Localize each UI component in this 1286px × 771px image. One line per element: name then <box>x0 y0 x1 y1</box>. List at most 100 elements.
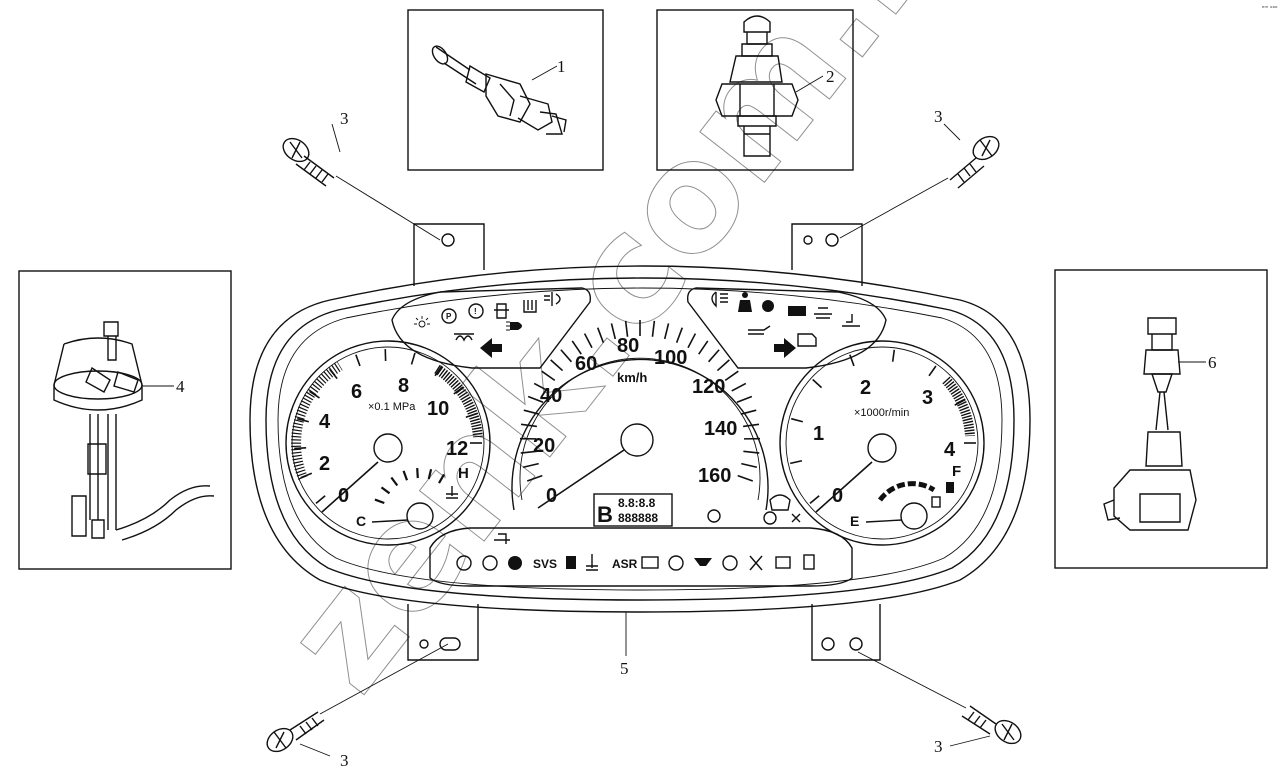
seatbelt-icon <box>738 292 752 312</box>
fuel-full-label: F <box>952 463 961 480</box>
gauge-tick <box>724 370 739 382</box>
gauge-tick <box>465 412 478 418</box>
seat-icon <box>494 303 509 319</box>
tach-needle <box>815 461 873 513</box>
tach-red-zone <box>942 376 975 437</box>
gauge-tick <box>533 382 549 392</box>
airbag-icon <box>762 300 774 312</box>
cluster-housing-outer <box>249 265 1031 613</box>
tach-scale-2: 2 <box>860 377 871 399</box>
rear-fog-icon <box>544 292 561 306</box>
instrument-cluster: 5 0 2 4 6 8 10 12 ×0.1 MPa H <box>249 223 1031 678</box>
inset-box-part-6: 6 <box>1054 269 1268 569</box>
fuel-pump-icon <box>931 482 954 508</box>
washer-icon <box>694 558 712 566</box>
passenger-airbag-icon <box>791 513 801 523</box>
callout-3-top-left: 3 <box>340 109 349 128</box>
lcd-icon: B <box>597 502 613 527</box>
mount-tab-top-left <box>413 223 485 286</box>
screw-bottom-left <box>266 643 449 753</box>
battery-icon <box>788 306 806 316</box>
speedometer: 0 20 40 60 80 100 120 140 160 km/h B 8.8… <box>511 320 769 527</box>
pressure-scale-12: 12 <box>446 438 468 460</box>
gauge-tick <box>610 323 617 340</box>
coolant-level-icon <box>842 314 860 327</box>
callout-1: 1 <box>557 57 566 76</box>
gauge-tick <box>743 450 760 454</box>
gauge-tick <box>928 365 937 377</box>
gauge-tick <box>300 472 313 479</box>
pressure-scale-4: 4 <box>319 411 331 433</box>
check-engine-icon <box>797 333 817 347</box>
gauge-tick <box>743 423 760 428</box>
gauge-tick <box>294 446 307 450</box>
gauge-tick <box>523 409 540 415</box>
gauge-tick <box>427 469 433 480</box>
callout-3-bottom-left: 3 <box>340 751 349 770</box>
gauge-tick <box>954 398 966 406</box>
indicator-icons-right <box>711 291 860 358</box>
tach-unit: ×1000r/min <box>854 407 909 419</box>
callout-2: 2 <box>826 67 835 86</box>
gauge-tick <box>355 354 361 367</box>
speed-unit: km/h <box>617 370 647 385</box>
fuel-sender-drawing <box>53 321 215 541</box>
pressure-scale-0: 0 <box>338 485 349 507</box>
brightness-icon <box>414 316 430 328</box>
speed-scale-40: 40 <box>540 385 562 407</box>
gauge-tick <box>571 340 582 355</box>
temp-cold-label: C <box>356 513 366 529</box>
gauge-tick <box>410 352 416 365</box>
watermark: zenk.com.ru <box>251 0 1029 723</box>
pressure-scale-10: 10 <box>427 398 449 420</box>
svg-text:P: P <box>446 312 452 321</box>
gauge-tick <box>550 359 564 372</box>
gauge-tick <box>374 498 385 505</box>
gauge-tick <box>687 333 697 349</box>
gauge-tick <box>520 450 537 454</box>
svg-text:!: ! <box>474 307 477 316</box>
warning-strip-icons: SVS ASR <box>456 554 815 571</box>
gauge-tick <box>296 417 310 423</box>
lcd-trip-readout: 8.8:8.8 <box>618 496 656 510</box>
gauge-tick <box>560 349 573 363</box>
gauge-tick <box>737 474 754 482</box>
cluster-housing-inner <box>265 277 1015 601</box>
traction-off-icon <box>749 555 763 571</box>
callout-3-top-right: 3 <box>934 107 943 126</box>
speed-scale-20: 20 <box>533 435 555 457</box>
gauge-tick <box>740 409 757 415</box>
gauge-tick <box>520 423 537 428</box>
gauge-tick <box>849 354 855 367</box>
gauge-tick <box>453 386 464 395</box>
high-beam-icon <box>506 321 522 331</box>
speed-scale-60: 60 <box>575 353 597 375</box>
pressure-scale-8: 8 <box>398 375 409 397</box>
gauge-tick <box>329 368 338 380</box>
tpms-icon <box>769 494 791 511</box>
coolant-temp-icon <box>446 486 458 499</box>
gauge-tick <box>596 327 605 343</box>
gauge-tick <box>315 495 326 505</box>
gauge-tick <box>790 417 804 423</box>
charge-icon <box>641 556 659 569</box>
pressure-gauge: 0 2 4 6 8 10 12 ×0.1 MPa H C <box>285 340 491 546</box>
steering-icon <box>508 556 522 570</box>
gauge-tick <box>651 320 656 337</box>
inset-box-part-1: 1 <box>407 9 604 171</box>
inset-box-part-4: 4 <box>18 270 232 570</box>
gearbox-icon <box>775 556 791 569</box>
screw-top-left <box>282 137 441 241</box>
front-fog-icon <box>711 291 728 308</box>
gauge-tick <box>390 476 399 487</box>
gauge-tick <box>380 486 391 495</box>
parking-brake-icon: P <box>441 308 457 324</box>
turn-left-icon <box>480 338 502 358</box>
esp-icon <box>763 511 777 525</box>
callout-6: 6 <box>1208 353 1217 372</box>
speed-scale-80: 80 <box>617 335 639 357</box>
speed-scale-160: 160 <box>698 465 731 487</box>
temp-hot-label: H <box>458 465 469 482</box>
water-temp-icon <box>586 554 598 571</box>
